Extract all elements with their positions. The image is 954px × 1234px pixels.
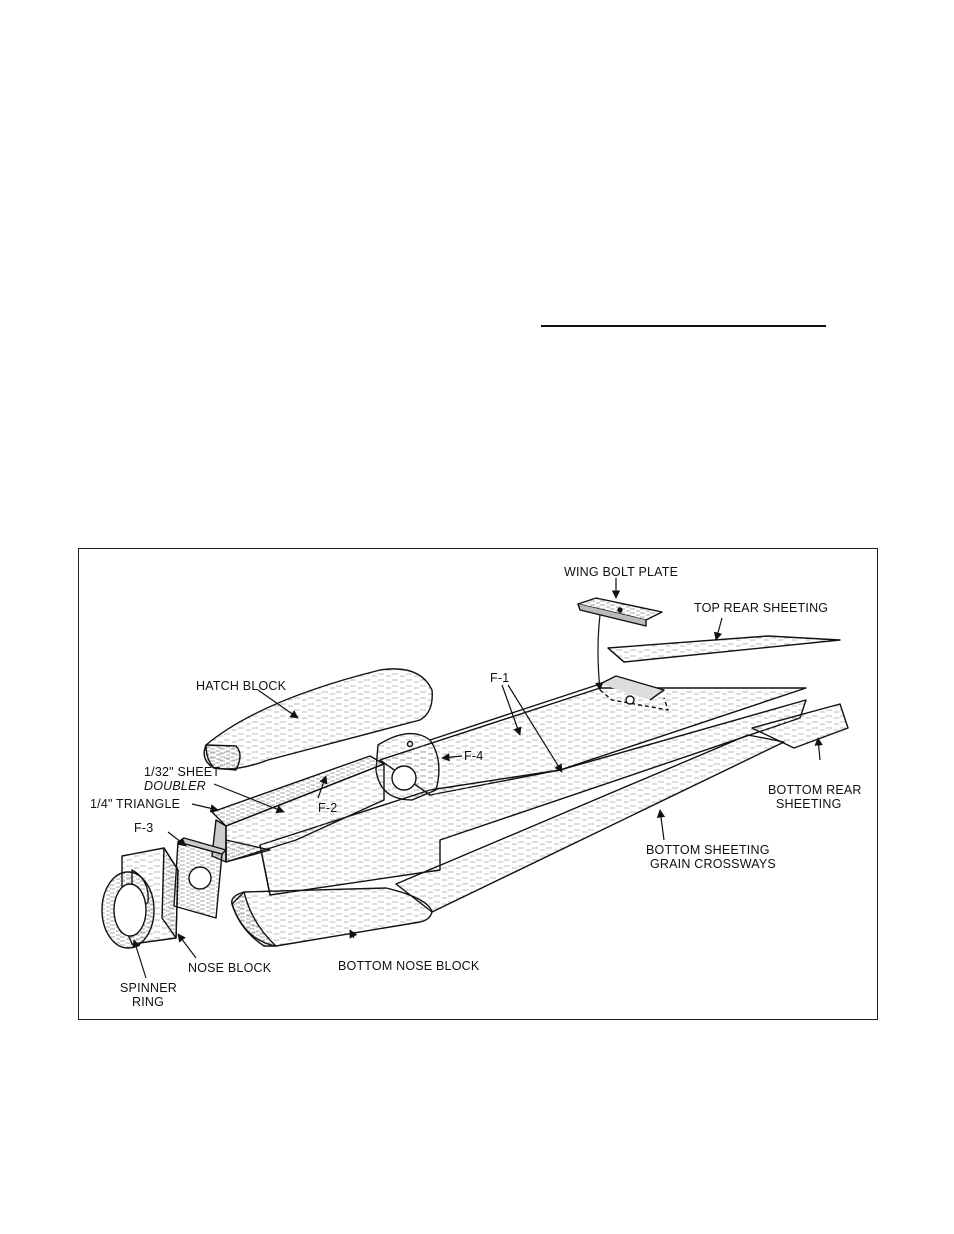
label-f2: F-2	[318, 801, 337, 815]
f4-former	[375, 732, 440, 801]
label-spinner-ring-line2: RING	[132, 995, 164, 1009]
label-f4: F-4	[464, 749, 483, 763]
label-sheet-doubler-line2: DOUBLER	[144, 779, 206, 793]
label-f1: F-1	[490, 671, 509, 685]
label-wing-bolt-plate: WING BOLT PLATE	[564, 565, 678, 579]
wing-bolt-plate	[577, 597, 663, 627]
label-sheet-doubler-line1: 1/32" SHEET	[144, 765, 220, 779]
top-rear-sheeting	[607, 635, 841, 663]
bottom-nose-block	[231, 887, 433, 947]
diagram-frame	[78, 548, 878, 1020]
label-bottom-rear-sheeting-line1: BOTTOM REAR	[768, 783, 862, 797]
label-nose-block: NOSE BLOCK	[188, 961, 272, 975]
label-bottom-sheeting-line1: BOTTOM SHEETING	[646, 843, 770, 857]
spinner-ring	[101, 871, 155, 949]
label-bottom-sheeting-line2: GRAIN CROSSWAYS	[650, 857, 776, 871]
label-bottom-nose-block: BOTTOM NOSE BLOCK	[338, 959, 480, 973]
f3-plate	[173, 837, 227, 919]
label-bottom-rear-sheeting-line2: SHEETING	[776, 797, 842, 811]
label-f3: F-3	[134, 821, 153, 835]
label-spinner-ring-line1: SPINNER	[120, 981, 177, 995]
label-hatch-block: HATCH BLOCK	[196, 679, 287, 693]
hatch-block	[203, 668, 433, 771]
label-top-rear-sheeting: TOP REAR SHEETING	[694, 601, 828, 615]
label-triangle: 1/4" TRIANGLE	[90, 797, 180, 811]
title-underline	[541, 325, 826, 327]
